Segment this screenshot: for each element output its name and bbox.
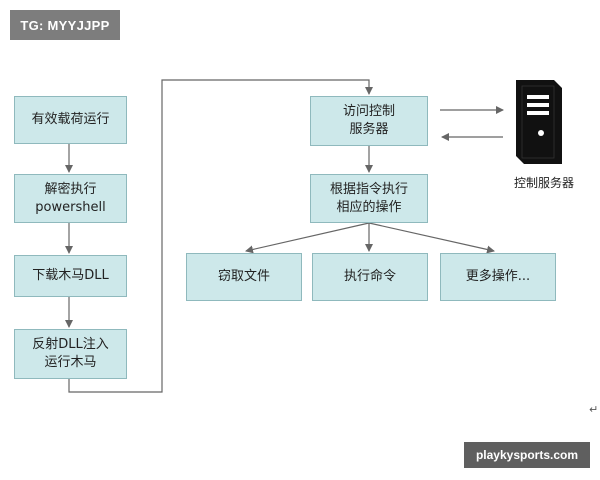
- arrow-to-steal-files: [245, 222, 370, 254]
- node-run-payload: 有效载荷运行: [14, 96, 127, 144]
- node-reflective-inject: 反射DLL注入 运行木马: [14, 329, 127, 379]
- node-more-ops: 更多操作...: [440, 253, 556, 301]
- node-download-trojan-label: 下载木马DLL: [32, 268, 109, 283]
- arrow-to-more-ops: [368, 222, 495, 254]
- node-decrypt-exec-label: 解密执行 powershell: [35, 181, 106, 215]
- node-reflective-inject-label: 反射DLL注入 运行木马: [32, 337, 109, 370]
- watermark-bottom: playkysports.com: [464, 442, 590, 468]
- node-access-c2-label: 访问控制 服务器: [342, 104, 395, 137]
- node-steal-files: 窃取文件: [186, 253, 302, 301]
- node-more-ops-label: 更多操作...: [465, 269, 531, 284]
- node-decrypt-exec: 解密执行 powershell: [14, 174, 127, 223]
- node-execute-per-command: 根据指令执行 相应的操作: [310, 174, 428, 223]
- arrow-inject-to-c2: [68, 79, 373, 393]
- watermark-top: TG: MYYJJPP: [10, 10, 120, 40]
- node-execute-command-label: 执行命令: [343, 269, 396, 284]
- node-access-c2: 访问控制 服务器: [310, 96, 428, 146]
- node-run-payload-label: 有效载荷运行: [31, 112, 110, 127]
- node-execute-command: 执行命令: [312, 253, 428, 301]
- server-tower-icon: [516, 80, 562, 164]
- node-download-trojan: 下载木马DLL: [14, 255, 127, 297]
- node-execute-per-command-label: 根据指令执行 相应的操作: [329, 181, 408, 215]
- node-steal-files-label: 窃取文件: [217, 269, 270, 284]
- paragraph-mark: ↵: [589, 403, 599, 416]
- server-label: 控制服务器: [513, 176, 574, 190]
